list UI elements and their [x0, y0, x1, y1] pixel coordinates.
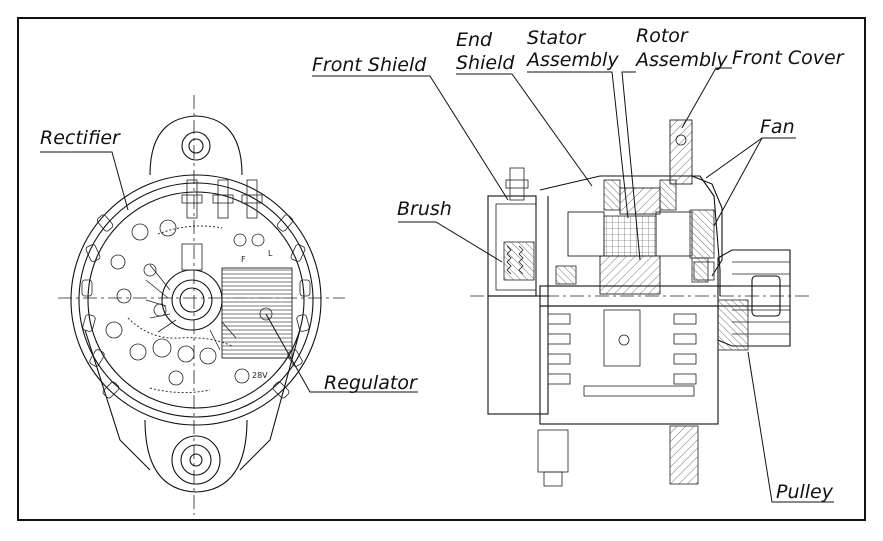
- label-front-shield: Front Shield: [312, 54, 427, 76]
- label-stator-line2: Assembly: [525, 49, 619, 71]
- label-pulley: Pulley: [776, 481, 834, 503]
- board-mark-l: L: [268, 249, 273, 258]
- side-view-drawing: [470, 119, 810, 487]
- label-rotor-line1: Rotor: [636, 25, 689, 47]
- front-view-drawing: 28V F L: [58, 95, 345, 515]
- board-mark-28v: 28V: [252, 371, 268, 380]
- label-stator-line1: Stator: [527, 27, 586, 49]
- leader-lines: [40, 67, 834, 503]
- board-mark-f: F: [241, 255, 246, 264]
- label-fan: Fan: [760, 116, 795, 138]
- diagram-border: [17, 17, 866, 521]
- label-end-shield-line2: Shield: [456, 52, 515, 74]
- label-regulator: Regulator: [324, 372, 418, 394]
- label-rectifier: Rectifier: [40, 127, 121, 149]
- label-rotor-line2: Assembly: [634, 49, 728, 71]
- callout-labels: Rectifier Regulator Front Shield End Shi…: [40, 25, 845, 503]
- label-front-cover: Front Cover: [732, 47, 845, 69]
- label-end-shield-line1: End: [456, 29, 493, 51]
- label-brush: Brush: [397, 198, 452, 220]
